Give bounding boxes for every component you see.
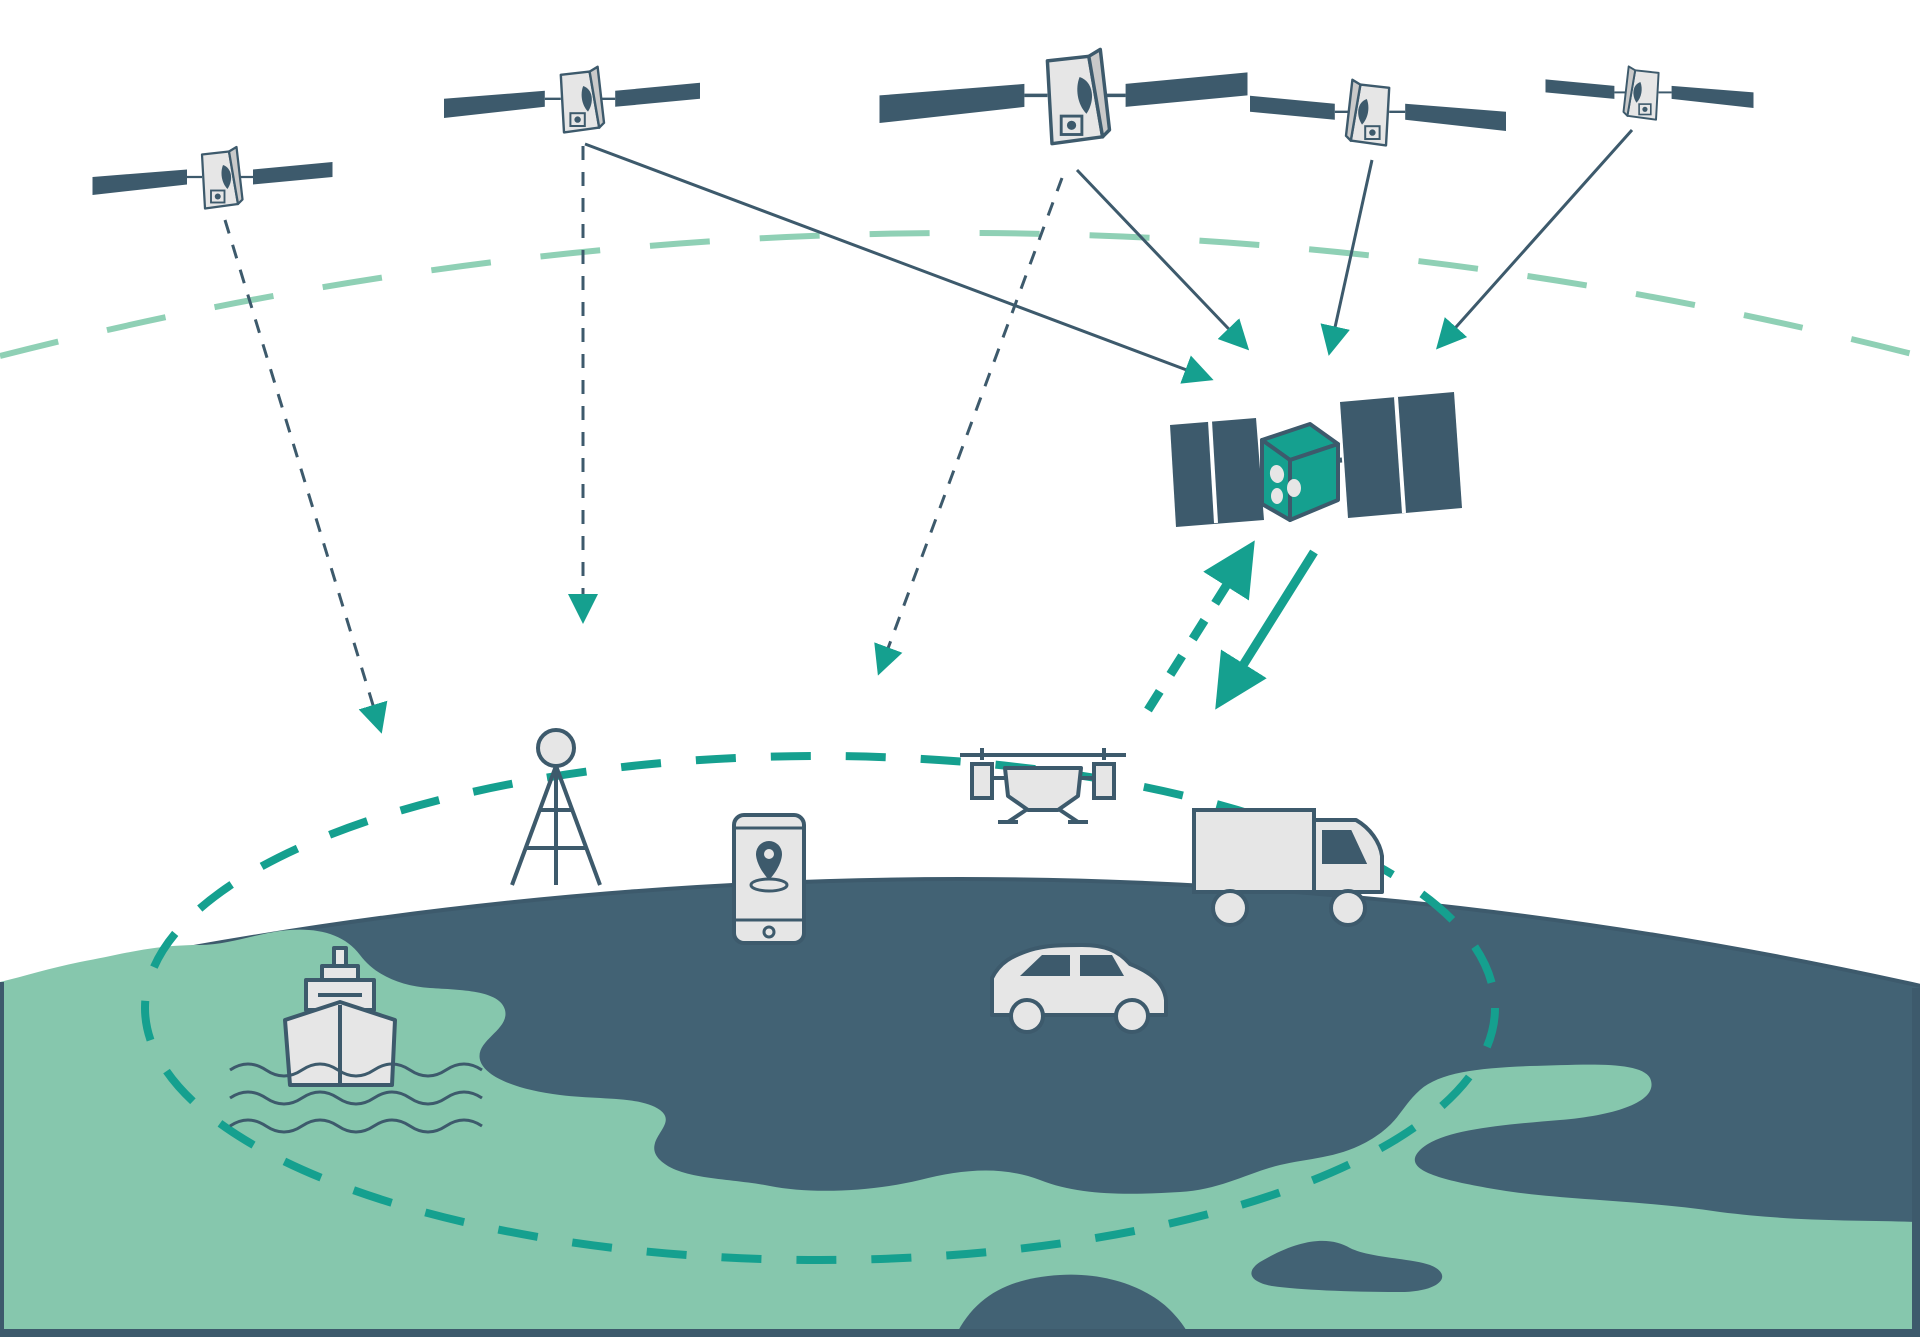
truck-icon <box>1192 808 1384 927</box>
signal-sat4-relay <box>1320 159 1374 356</box>
ground-signals <box>223 146 1064 734</box>
drone <box>960 748 1126 824</box>
lake-bottom <box>955 1274 1190 1337</box>
smartphone <box>732 813 806 945</box>
gnss-satellite-4 <box>1248 78 1508 147</box>
relay-signals <box>584 129 1634 384</box>
gnss-satellite-icon <box>877 47 1250 146</box>
signal-sat3-ground <box>874 177 1064 676</box>
inner-orbit-path <box>141 752 1499 1264</box>
gnss-satellite-icon <box>91 145 334 210</box>
relay-satellite-icon <box>1170 392 1462 527</box>
signal-sat1-ground <box>223 219 388 734</box>
signal-sat3-relay <box>1075 168 1250 351</box>
gnss-satellite-icon <box>1544 65 1755 121</box>
outer-orbit-path <box>0 230 1920 359</box>
gnss-satellite-5 <box>1544 65 1755 121</box>
uplink-arrow <box>1144 540 1255 713</box>
ship <box>229 946 483 1134</box>
relay-satellite <box>1170 392 1462 527</box>
gnss-satellite-icon <box>442 65 702 134</box>
earth <box>0 877 1920 1337</box>
waves <box>229 1062 483 1134</box>
car-icon <box>990 943 1168 1034</box>
gnss-satellite-3 <box>877 47 1250 146</box>
signal-sat2-relay <box>584 142 1214 384</box>
gnss-satellite-1 <box>91 145 334 210</box>
lake-right <box>1251 1240 1443 1292</box>
signal-sat5-relay <box>1436 129 1634 350</box>
radio-tower-icon <box>510 728 602 886</box>
downlink-arrow <box>1215 549 1318 710</box>
drone-icon <box>960 748 1126 824</box>
radio-tower <box>510 728 602 886</box>
truck <box>1192 808 1384 927</box>
landmass-main <box>0 929 1920 1337</box>
smartphone-location-icon <box>732 813 806 945</box>
car <box>990 943 1168 1034</box>
gnss-satellite-2 <box>442 65 702 134</box>
gnss-satellite-icon <box>1248 78 1508 147</box>
